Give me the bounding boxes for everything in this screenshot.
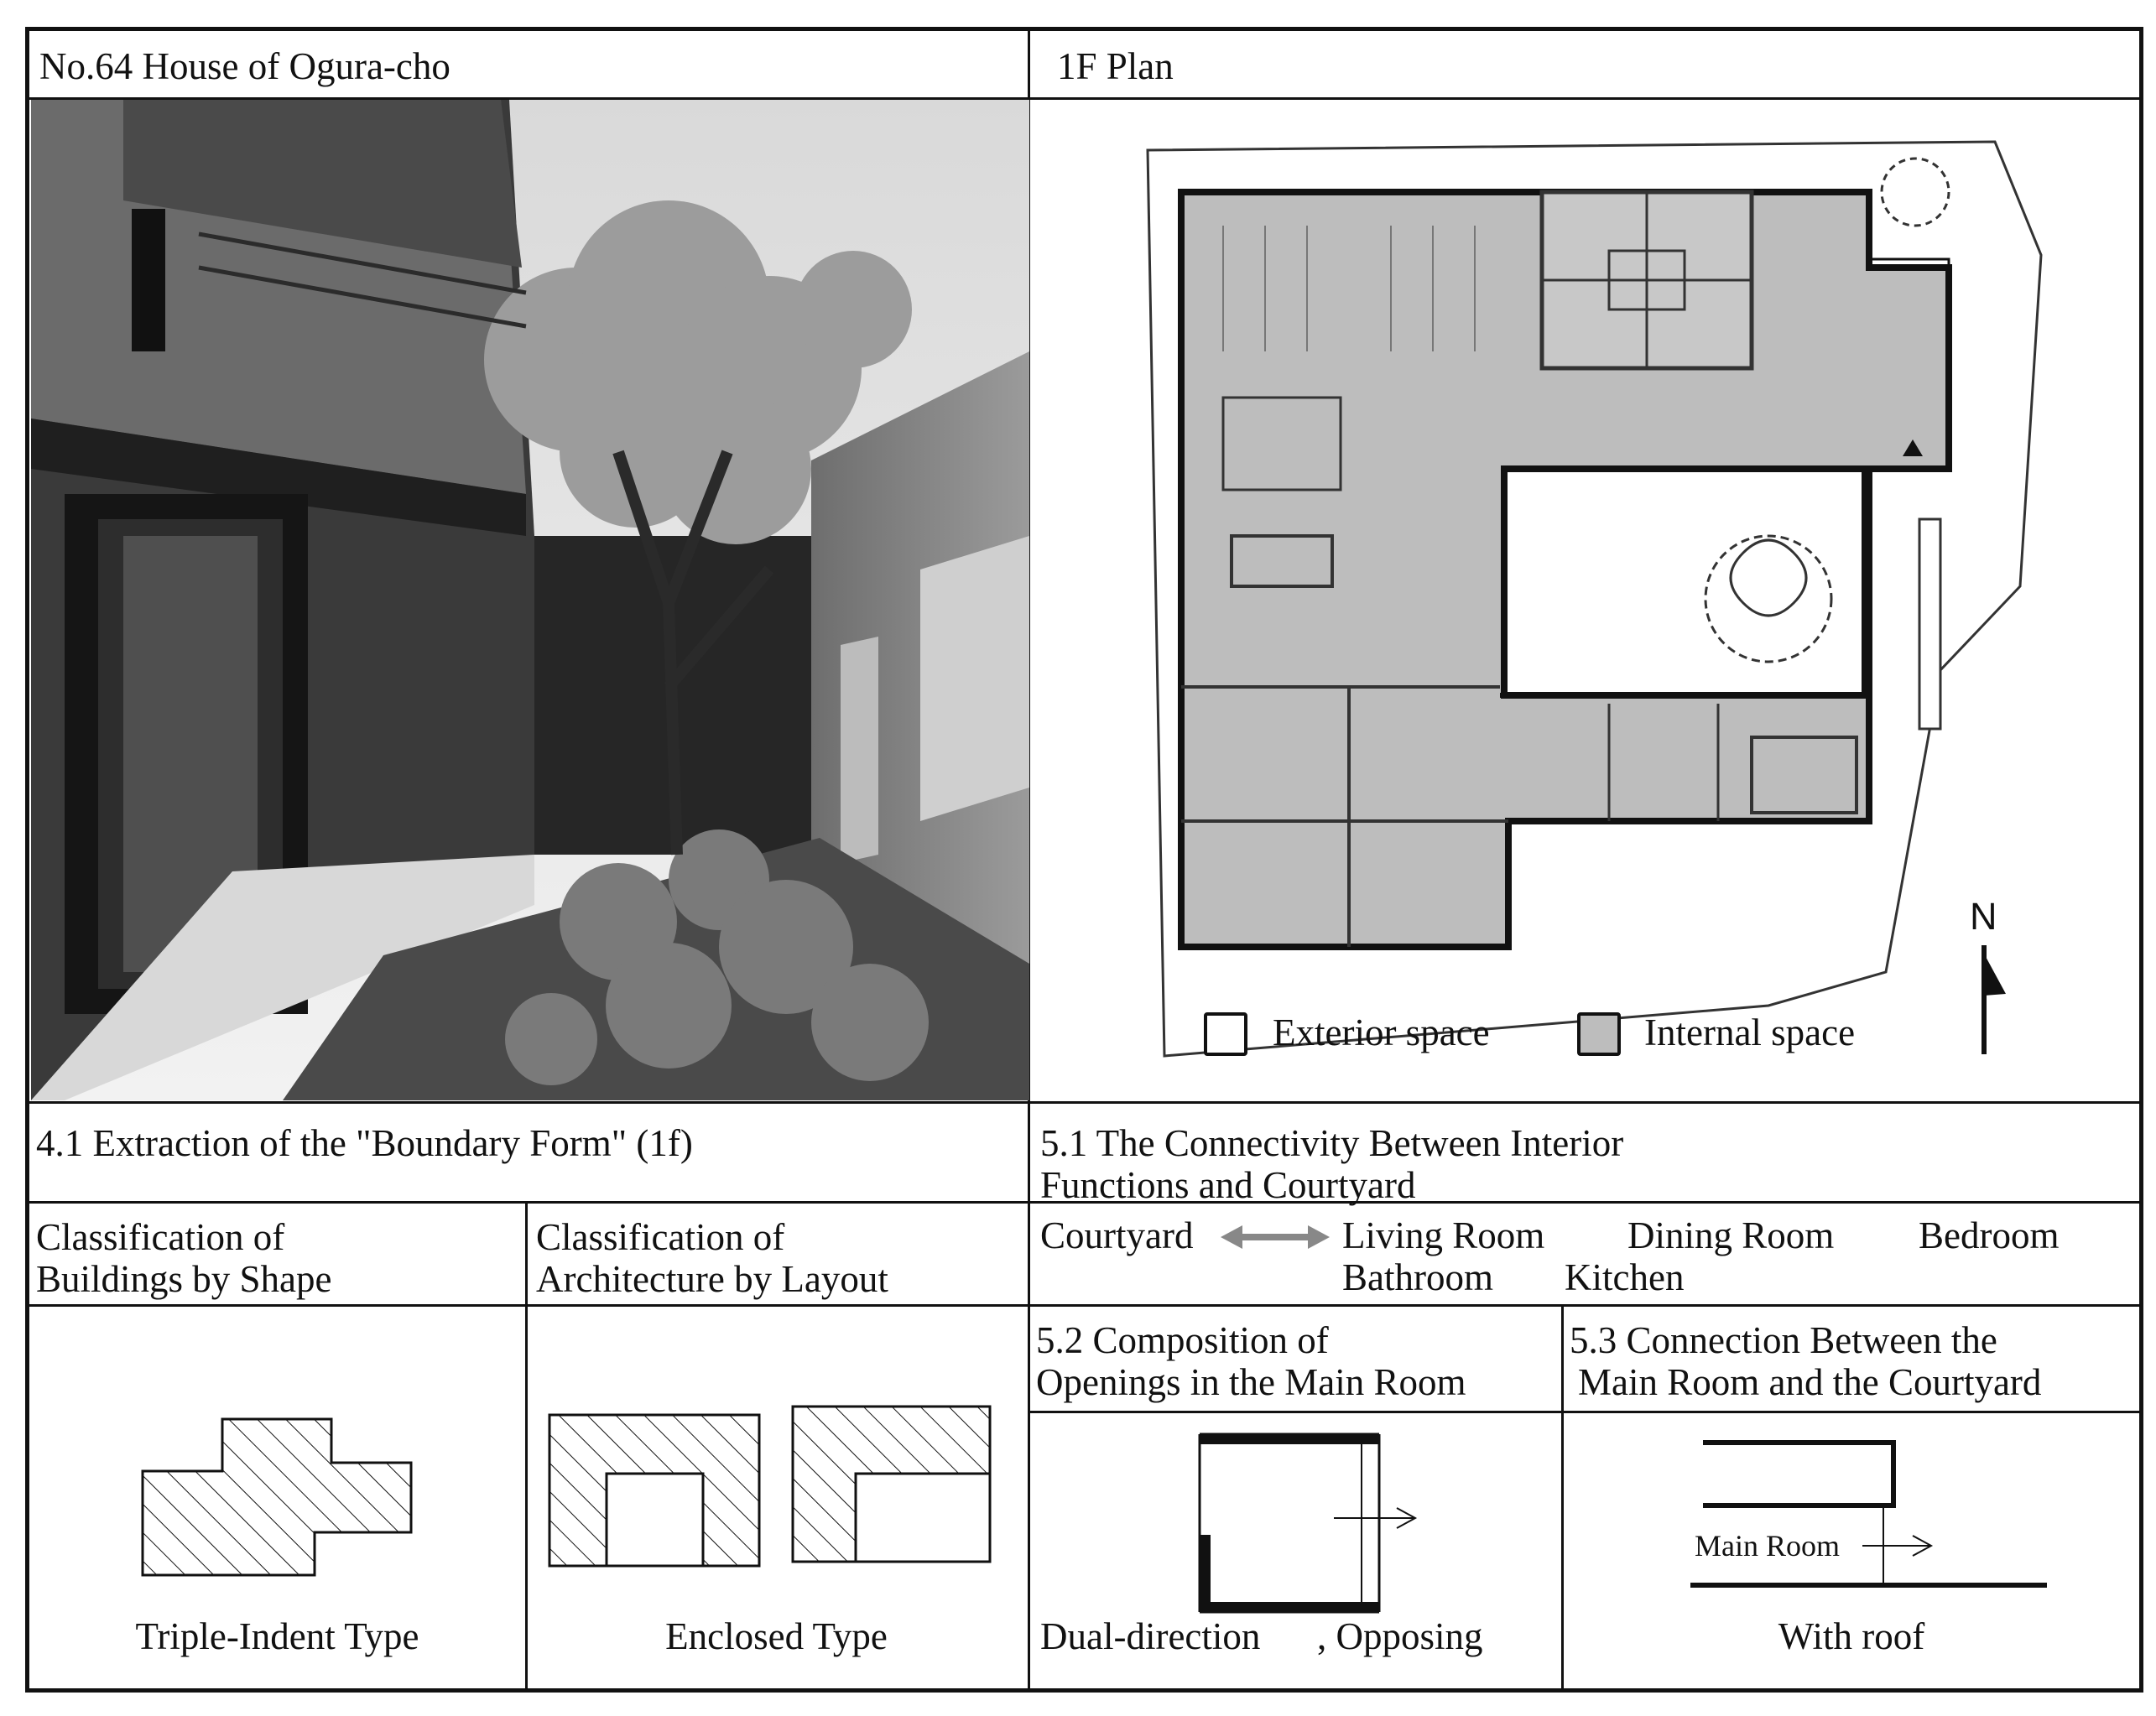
legend-swatch-internal bbox=[1577, 1012, 1621, 1056]
enclosed-diagram bbox=[548, 1405, 992, 1568]
function-living-room: Living Room bbox=[1342, 1214, 1545, 1256]
function-bedroom: Bedroom bbox=[1919, 1214, 2060, 1256]
function-dining-room: Dining Room bbox=[1627, 1214, 1835, 1256]
divider-column-heading bbox=[29, 1304, 2139, 1307]
floor-plan bbox=[1146, 140, 2043, 1058]
divider-shape-layout bbox=[525, 1201, 528, 1688]
divider-header bbox=[29, 97, 2139, 100]
section-5-1-title-line2: Functions and Courtyard bbox=[1040, 1164, 1416, 1206]
section-5-1-title-line1: 5.1 The Connectivity Between Interior bbox=[1040, 1122, 1624, 1164]
legend-swatch-exterior bbox=[1204, 1012, 1247, 1056]
shape-heading-line2: Buildings by Shape bbox=[36, 1258, 332, 1300]
figure-sheet: No.64 House of Ogura-cho 1F Plan bbox=[25, 27, 2143, 1693]
legend-label-internal: Internal space bbox=[1644, 1011, 1856, 1053]
north-arrow-icon bbox=[1982, 945, 2006, 1054]
function-kitchen: Kitchen bbox=[1565, 1256, 1685, 1298]
openings-caption-direction: Dual-direction bbox=[1040, 1615, 1261, 1657]
divider-openings-connection bbox=[1561, 1304, 1564, 1688]
legend-label-exterior: Exterior space bbox=[1273, 1011, 1490, 1053]
courtyard-photo bbox=[31, 100, 1029, 1100]
shape-heading-line1: Classification of bbox=[36, 1216, 285, 1258]
triple-indent-diagram bbox=[141, 1417, 413, 1577]
divider-photo-bottom bbox=[29, 1101, 2139, 1104]
openings-diagram bbox=[1198, 1433, 1418, 1614]
house-title: No.64 House of Ogura-cho bbox=[39, 45, 450, 87]
openings-caption-opposing: , Opposing bbox=[1317, 1615, 1483, 1657]
section-5-3-title-line1: 5.3 Connection Between the bbox=[1570, 1319, 1997, 1361]
connection-caption: With roof bbox=[1778, 1615, 1925, 1657]
connection-diagram bbox=[1690, 1440, 2047, 1588]
function-bathroom: Bathroom bbox=[1342, 1256, 1493, 1298]
connection-main-room-label: Main Room bbox=[1695, 1529, 1841, 1563]
section-5-3-title-line2: Main Room and the Courtyard bbox=[1578, 1361, 2042, 1403]
layout-heading-line2: Architecture by Layout bbox=[536, 1258, 888, 1300]
bidirectional-arrow-icon bbox=[1221, 1225, 1330, 1249]
section-4-1-title: 4.1 Extraction of the "Boundary Form" (1… bbox=[36, 1122, 693, 1164]
section-5-2-title-line2: Openings in the Main Room bbox=[1036, 1361, 1466, 1403]
triple-indent-caption: Triple-Indent Type bbox=[135, 1615, 419, 1657]
north-label: N bbox=[1970, 895, 1997, 938]
plan-title: 1F Plan bbox=[1057, 45, 1174, 87]
layout-heading-line1: Classification of bbox=[536, 1216, 785, 1258]
connect-from-courtyard: Courtyard bbox=[1040, 1214, 1194, 1256]
divider-section-title bbox=[29, 1201, 2139, 1204]
divider-openings-heading bbox=[1028, 1411, 2139, 1413]
section-5-2-title-line1: 5.2 Composition of bbox=[1036, 1319, 1329, 1361]
enclosed-caption: Enclosed Type bbox=[665, 1615, 888, 1657]
